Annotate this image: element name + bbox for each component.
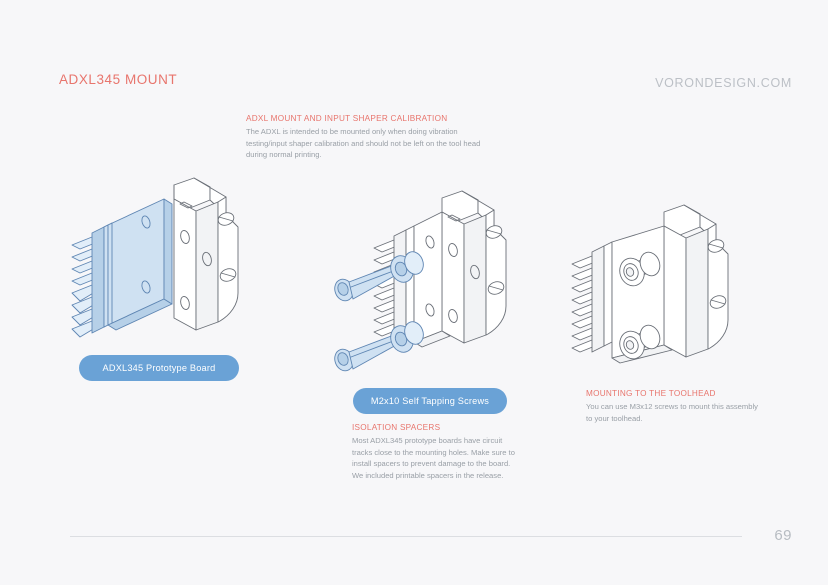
label-pill-screws: M2x10 Self Tapping Screws bbox=[353, 388, 507, 414]
spacer-lower-part bbox=[390, 321, 424, 353]
mount-bracket-part bbox=[173, 177, 239, 331]
note-mounting-toolhead: MOUNTING TO THE TOOLHEAD You can use M3x… bbox=[586, 389, 758, 424]
label-pill-screws-text: M2x10 Self Tapping Screws bbox=[370, 396, 490, 406]
page-number: 69 bbox=[774, 527, 792, 544]
page-title: ADXL345 MOUNT bbox=[59, 72, 178, 87]
footer-divider bbox=[70, 536, 742, 537]
figure-assembled-mount bbox=[568, 204, 768, 395]
note-intro-heading: ADXL MOUNT AND INPUT SHAPER CALIBRATION bbox=[246, 114, 448, 123]
note-mounting-toolhead-body: You can use M3x12 screws to mount this a… bbox=[586, 402, 758, 423]
screws-spacers-drawing bbox=[334, 190, 507, 372]
note-intro: ADXL MOUNT AND INPUT SHAPER CALIBRATION … bbox=[246, 114, 496, 161]
screw-upper-part bbox=[334, 264, 399, 302]
figure-screws-spacers bbox=[330, 190, 545, 390]
label-pill-board: ADXL345 Prototype Board bbox=[79, 355, 239, 381]
figure-exploded-board bbox=[70, 175, 270, 360]
screw-lower-part bbox=[334, 334, 399, 372]
note-isolation-spacers-body: Most ADXL345 prototype boards have circu… bbox=[352, 436, 515, 480]
note-mounting-toolhead-heading: MOUNTING TO THE TOOLHEAD bbox=[586, 389, 716, 398]
note-isolation-spacers: ISOLATION SPACERS Most ADXL345 prototype… bbox=[352, 423, 517, 481]
exploded-board-drawing bbox=[71, 177, 239, 338]
mount-bracket-part bbox=[441, 190, 507, 344]
installed-fastener-lower bbox=[619, 324, 661, 360]
assembled-mount-drawing bbox=[571, 204, 729, 364]
spacer-upper-part bbox=[390, 251, 424, 283]
adxl345-board-part bbox=[71, 198, 173, 338]
adxl345-board-part bbox=[571, 225, 673, 364]
note-isolation-spacers-heading: ISOLATION SPACERS bbox=[352, 423, 441, 432]
site-url: VORONDESIGN.COM bbox=[655, 76, 792, 90]
label-pill-board-text: ADXL345 Prototype Board bbox=[102, 363, 216, 373]
installed-fastener-upper bbox=[619, 251, 661, 287]
mount-bracket-part bbox=[663, 204, 729, 358]
note-intro-body: The ADXL is intended to be mounted only … bbox=[246, 127, 481, 160]
